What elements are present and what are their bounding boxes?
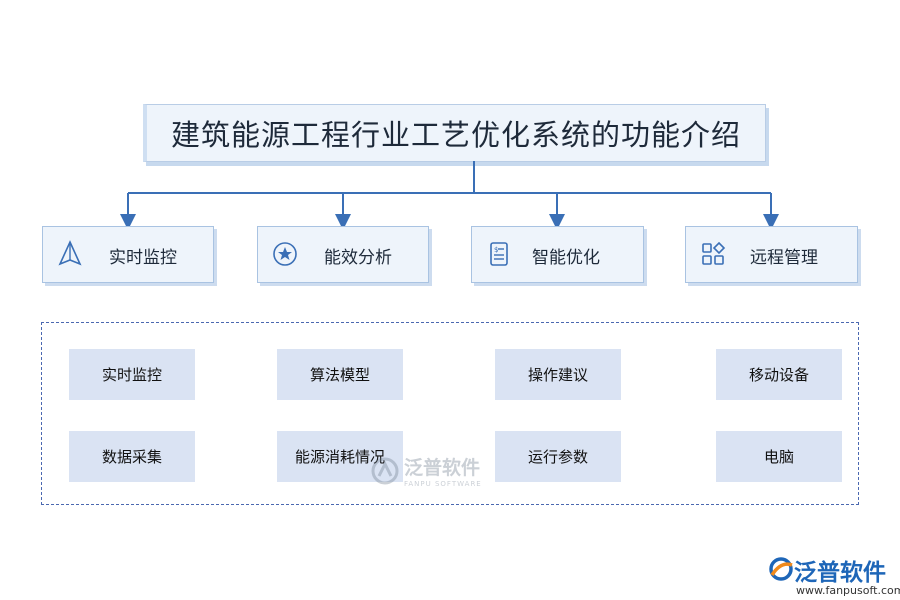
feature-item: 电脑 [716, 431, 842, 482]
category-box-1: 实时监控 [42, 226, 214, 283]
category-box-4: 远程管理 [685, 226, 858, 283]
category-label: 智能优化 [532, 248, 600, 268]
feature-item: 操作建议 [495, 349, 621, 400]
brand-url: www.fanpusoft.com [796, 584, 900, 597]
category-label: 能效分析 [324, 248, 392, 268]
watermark: 泛普软件 FANPU SOFTWARE [370, 453, 482, 488]
document-icon: $ [490, 242, 508, 266]
category-label: 实时监控 [109, 248, 177, 268]
watermark-logo-icon [371, 457, 399, 484]
apps-grid-icon [702, 241, 726, 265]
star-badge-icon [273, 242, 297, 266]
feature-item: 算法模型 [277, 349, 403, 400]
feature-item: 数据采集 [69, 431, 195, 482]
svg-text:$: $ [494, 246, 498, 254]
category-box-2: 能效分析 [257, 226, 429, 283]
watermark-name: 泛普软件 [404, 457, 481, 479]
title-box: 建筑能源工程行业工艺优化系统的功能介绍 [143, 104, 766, 162]
brand-logo-icon [769, 557, 793, 581]
category-box-3: $ 智能优化 [471, 226, 644, 283]
feature-item: 移动设备 [716, 349, 842, 400]
brand-name: 泛普软件 [794, 560, 886, 586]
feature-item: 实时监控 [69, 349, 195, 400]
feature-item: 能源消耗情况 [277, 431, 403, 482]
watermark-sub: FANPU SOFTWARE [404, 480, 482, 488]
feature-item: 运行参数 [495, 431, 621, 482]
feature-panel [41, 322, 859, 505]
category-label: 远程管理 [750, 248, 818, 268]
diagram-title: 建筑能源工程行业工艺优化系统的功能介绍 [170, 118, 741, 152]
pyramid-icon [58, 240, 82, 266]
